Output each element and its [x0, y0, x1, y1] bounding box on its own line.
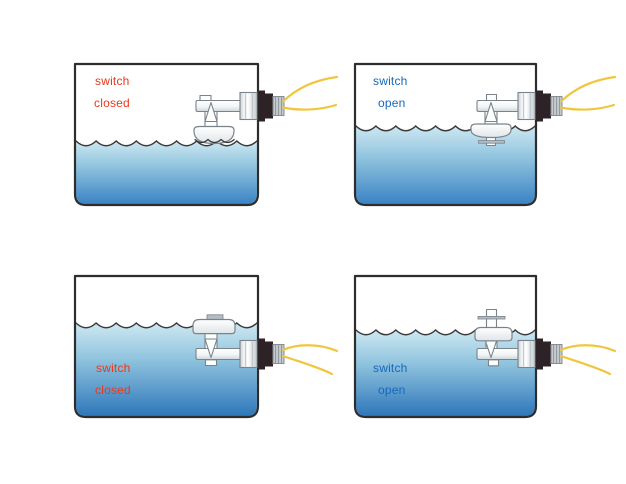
- water: [356, 126, 536, 204]
- panel-top-right-graphic: [353, 62, 617, 207]
- tank-outline: [353, 62, 538, 207]
- switch-state-label: switch: [95, 74, 130, 88]
- tank-outline: [73, 62, 260, 207]
- float-switch: [474, 308, 563, 371]
- float-switch: [193, 89, 285, 145]
- switch-state-label: closed: [94, 96, 130, 110]
- panel-bottom-right-graphic: [353, 274, 617, 419]
- switch-state-label: open: [378, 383, 406, 397]
- float-switch: [192, 314, 285, 371]
- switch-cable-wires: [281, 344, 339, 376]
- water: [76, 141, 257, 204]
- tank-outline: [73, 274, 260, 419]
- switch-cable-wires: [559, 344, 617, 376]
- switch-state-label: closed: [95, 383, 131, 397]
- panel-bottom-left-graphic: [73, 274, 339, 419]
- switch-cable-wires: [281, 75, 339, 111]
- tank-outline: [353, 274, 538, 419]
- switch-state-label: open: [378, 96, 406, 110]
- water-surface: [75, 139, 258, 147]
- panel-top-left-graphic: [73, 62, 339, 207]
- float-switch: [470, 89, 563, 147]
- switch-state-label: switch: [373, 74, 408, 88]
- switch-state-label: switch: [96, 361, 131, 375]
- switch-cable-wires: [559, 75, 617, 111]
- switch-state-label: switch: [373, 361, 408, 375]
